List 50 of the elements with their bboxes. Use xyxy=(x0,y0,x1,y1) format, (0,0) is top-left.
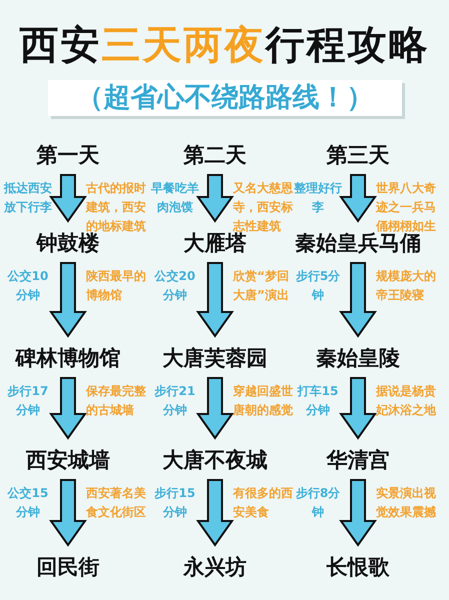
day-heading: 第一天 xyxy=(36,141,100,169)
place-name: 回民街 xyxy=(36,553,100,581)
block-arrow xyxy=(196,377,234,440)
edge-label: 步行17分钟 xyxy=(6,383,50,419)
edge-label: 步行8分钟 xyxy=(294,485,342,521)
block-arrow xyxy=(196,479,234,547)
place-description: 陕西最早的博物馆 xyxy=(86,268,147,304)
place-description: 保存最完整的古城墙 xyxy=(86,383,147,419)
place-name: 大唐芙蓉园 xyxy=(162,344,268,372)
place-description: 穿越回盛世唐朝的感觉 xyxy=(233,383,294,419)
place-name: 永兴坊 xyxy=(184,553,246,581)
edge-label: 抵达西安放下行李 xyxy=(2,180,53,216)
block-arrow xyxy=(339,262,377,338)
block-arrow xyxy=(49,174,87,223)
place-name: 秦始皇陵 xyxy=(316,344,400,372)
edge-label: 公交20分钟 xyxy=(153,268,196,304)
block-arrow xyxy=(196,262,234,338)
block-arrow xyxy=(196,174,234,223)
block-arrow xyxy=(339,174,377,223)
edge-label: 步行15分钟 xyxy=(154,485,196,521)
place-description: 有很多的西安美食 xyxy=(233,485,294,521)
place-description: 据说是杨贵妃沐浴之地 xyxy=(376,383,437,419)
place-description: 规模庞大的帝王陵寝 xyxy=(376,268,437,304)
edge-label: 早餐吃羊肉泡馍 xyxy=(150,180,200,216)
title: 西安三天两夜行程攻略 xyxy=(18,22,430,70)
block-arrow xyxy=(49,479,87,547)
day-heading: 第三天 xyxy=(326,141,390,169)
place-description: 实景演出视觉效果震撼 xyxy=(376,485,437,521)
subtitle-banner: （超省心不绕路路线！） xyxy=(48,80,402,116)
block-arrow xyxy=(49,262,87,338)
place-name: 碑林博物馆 xyxy=(16,344,120,372)
day-heading: 第二天 xyxy=(184,141,246,169)
edge-label: 步行5分钟 xyxy=(294,268,342,304)
block-arrow xyxy=(339,377,377,440)
place-name: 大唐不夜城 xyxy=(162,446,268,474)
place-description: 世界八大奇迹之一兵马俑栩栩如生 xyxy=(376,180,437,233)
block-arrow xyxy=(49,377,87,440)
edge-label: 整理好行李 xyxy=(293,180,343,216)
edge-label: 公交10分钟 xyxy=(6,268,50,304)
place-description: 欣赏“梦回大唐”演出 xyxy=(233,268,290,304)
place-description: 古代的报时建筑，西安的地标建筑 xyxy=(86,180,147,233)
place-description: 又名大慈恩寺，西安标志性建筑 xyxy=(233,180,294,233)
edge-label: 打车15分钟 xyxy=(296,383,340,419)
place-name: 华清宫 xyxy=(326,446,390,474)
place-name: 长恨歌 xyxy=(326,553,390,581)
place-description: 西安著名美食文化街区 xyxy=(86,485,147,521)
edge-label: 步行21分钟 xyxy=(154,383,196,419)
edge-label: 公交15分钟 xyxy=(6,485,50,521)
block-arrow xyxy=(339,479,377,547)
place-name: 西安城墙 xyxy=(26,446,110,474)
